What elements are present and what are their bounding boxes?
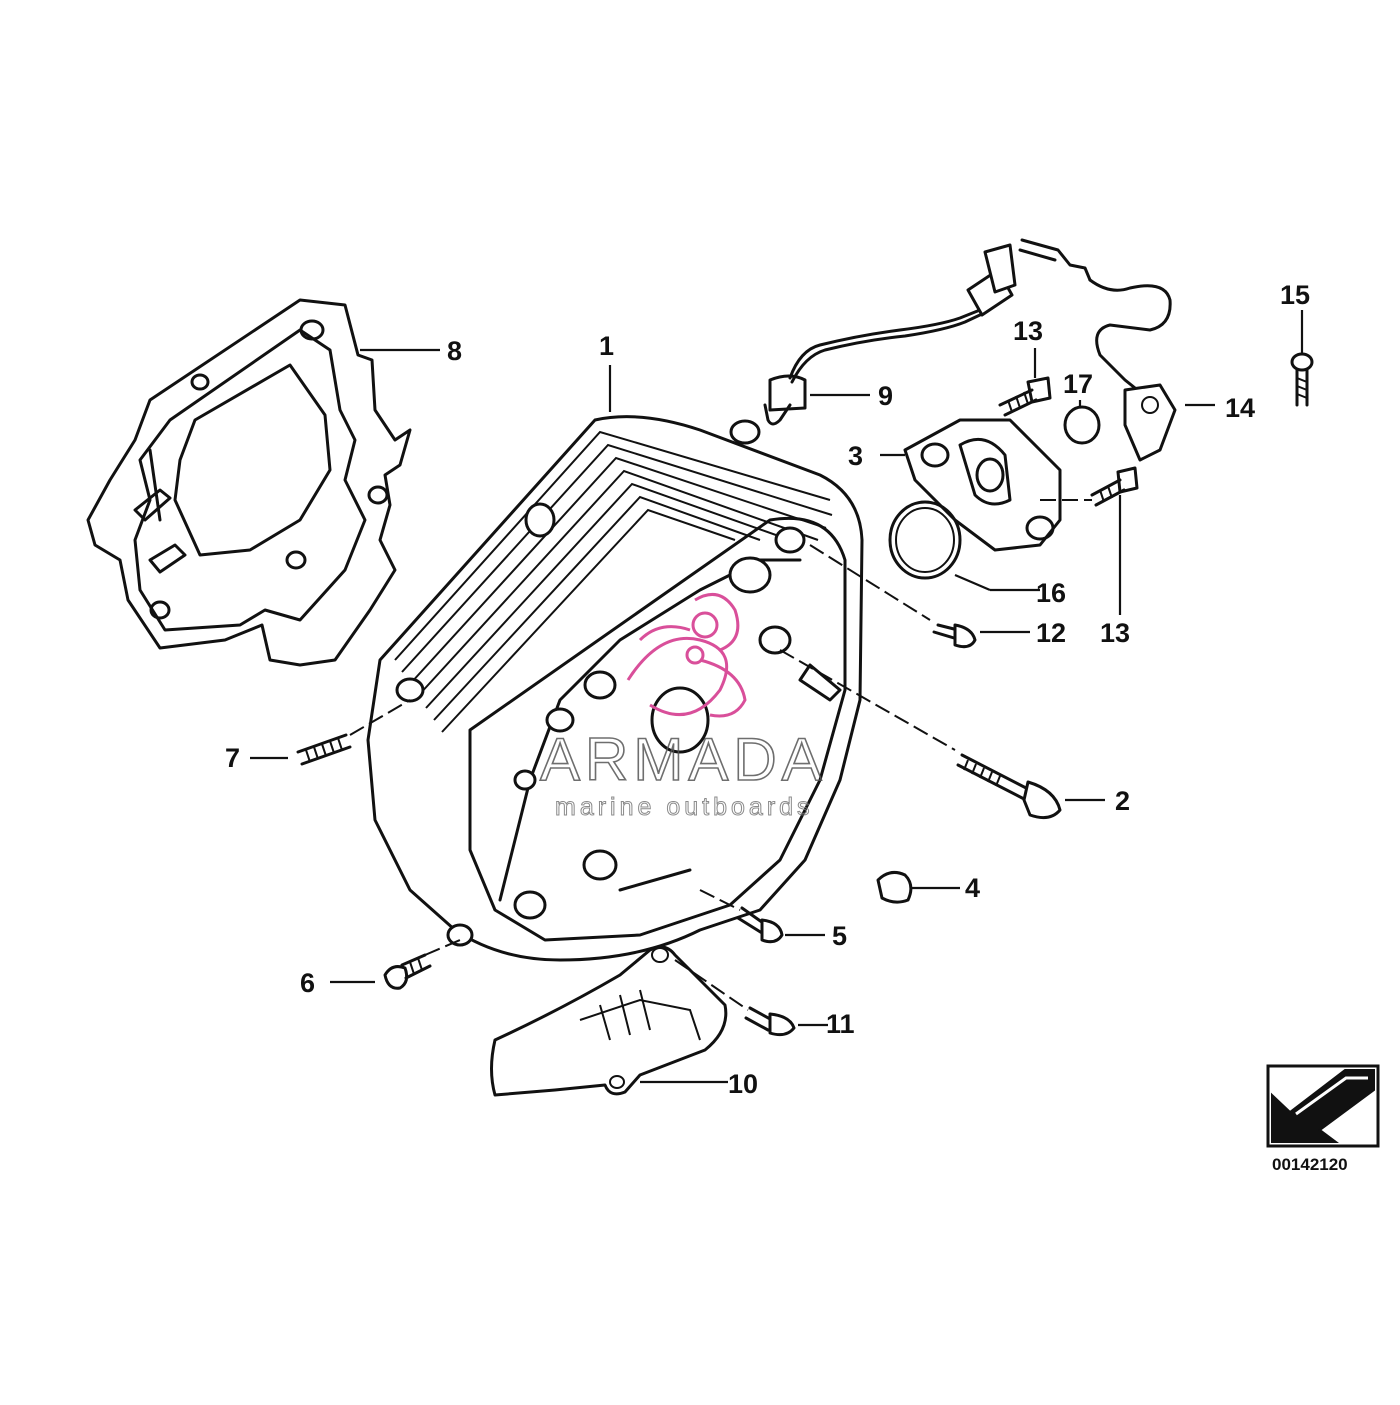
screw-part-13-top [998, 376, 1052, 417]
callout-8: 8 [447, 336, 462, 366]
watermark-brand: ARMADA [540, 726, 827, 793]
flange-part-3 [903, 418, 1062, 552]
watermark-tagline: marine outboards [555, 793, 814, 821]
callout-11: 11 [826, 1009, 855, 1039]
callout-3: 3 [848, 441, 863, 471]
watermark: ARMADA marine outboards [539, 592, 827, 822]
plug-part-4 [876, 870, 913, 904]
bolt-part-11 [744, 1006, 796, 1037]
callout-6: 6 [300, 968, 315, 998]
callout-10: 10 [728, 1069, 758, 1099]
callout-13-top: 13 [1013, 316, 1043, 346]
gasket-part-8 [86, 298, 412, 667]
cylinder-head-cover-part-1 [366, 415, 864, 962]
leader-lines [250, 310, 1304, 1084]
o-ring-inner [895, 507, 955, 573]
screw-part-15 [1290, 352, 1314, 407]
arrow-icon [1271, 1069, 1375, 1143]
bolt-part-2 [956, 753, 1062, 820]
orientation-indicator: 00142120 [1266, 1064, 1380, 1174]
sensor-part-9 [763, 243, 1017, 426]
callout-15: 15 [1280, 280, 1310, 310]
callout-labels: 1 2 3 4 5 6 7 8 9 10 11 12 13 13 14 15 1… [225, 280, 1310, 1099]
callout-1: 1 [599, 331, 614, 361]
callout-14: 14 [1225, 393, 1255, 423]
duct-part-10 [490, 945, 728, 1097]
callout-5: 5 [832, 921, 847, 951]
o-ring-part-17 [1063, 405, 1101, 445]
callout-2: 2 [1115, 786, 1130, 816]
callout-9: 9 [878, 381, 893, 411]
callout-12: 12 [1036, 618, 1066, 648]
bolt-part-6 [383, 953, 432, 990]
bolt-part-5 [736, 906, 784, 944]
temperature-sensor-part-14 [1018, 238, 1177, 462]
callout-16: 16 [1036, 578, 1066, 608]
screw-part-13-bottom [1090, 466, 1139, 507]
watermark-logo-icon [626, 592, 747, 718]
callout-4: 4 [965, 873, 980, 903]
callout-13-bottom: 13 [1100, 618, 1130, 648]
callout-7: 7 [225, 743, 240, 773]
reference-code: 00142120 [1272, 1155, 1348, 1174]
stud-part-7 [296, 733, 352, 766]
bolt-part-12 [932, 623, 977, 649]
o-ring-part-16 [888, 500, 962, 580]
callout-17: 17 [1063, 369, 1093, 399]
